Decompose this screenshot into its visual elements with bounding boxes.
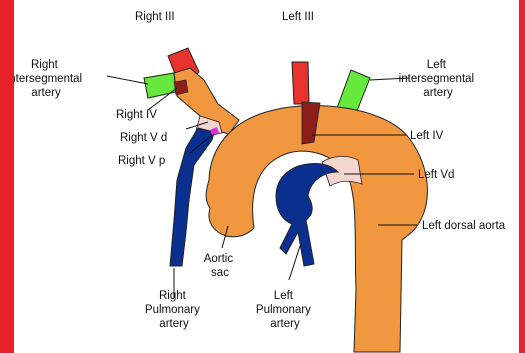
label-left-iii: Left III: [282, 11, 314, 23]
label-right-intersegmental: Right intersegmental artery: [14, 59, 85, 99]
label-left-iv: Left IV: [410, 130, 444, 142]
label-left-vd: Left Vd: [418, 169, 454, 181]
label-left-intersegmental: Left intersegmental artery: [399, 59, 478, 99]
label-right-vp: Right V p: [118, 155, 165, 167]
aortic-arch-diagram: Right III Left III Right intersegmental …: [14, 0, 519, 353]
label-left-pulmonary: Left Pulmonary artery: [256, 290, 314, 330]
label-aortic-sac: Aortic sac: [204, 253, 237, 279]
label-right-pulmonary: Right Pulmonary artery: [145, 290, 203, 330]
label-right-iii: Right III: [135, 11, 175, 23]
right-fourth-arch-band: [174, 80, 188, 95]
left-third-arch: [292, 62, 309, 104]
leader-left-pulmonary: [289, 246, 300, 280]
diagram-panel: Right III Left III Right intersegmental …: [14, 0, 519, 353]
label-left-dorsal-aorta: Left dorsal aorta: [422, 220, 506, 232]
label-right-vd: Right V d: [120, 132, 167, 144]
leader-right-intersegmental: [107, 76, 148, 84]
label-right-iv: Right IV: [116, 109, 157, 121]
aorta: [206, 106, 427, 352]
right-intersegmental-artery: [144, 73, 176, 98]
